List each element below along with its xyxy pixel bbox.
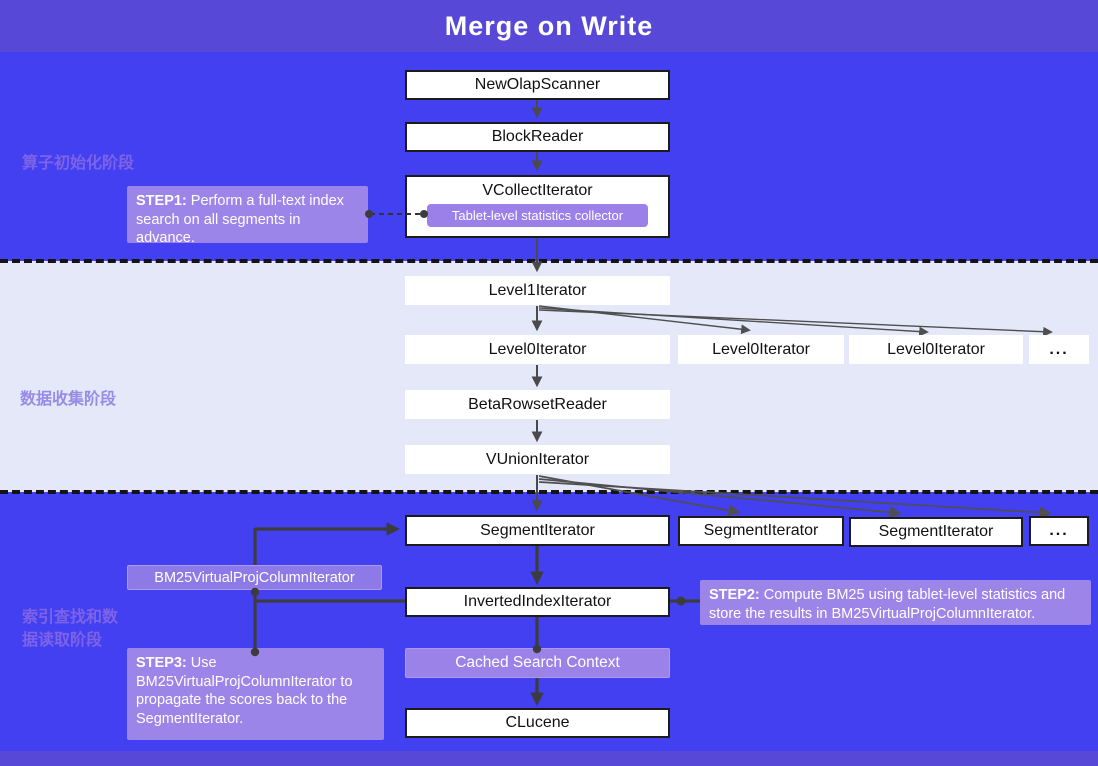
step1-title: STEP1:	[136, 193, 187, 209]
node-label: Cached Search Context	[455, 654, 620, 671]
step3-title: STEP3:	[136, 655, 187, 671]
step2-title: STEP2:	[709, 587, 760, 603]
step3-annotation: STEP3: Use BM25VirtualProjColumnIterator…	[127, 648, 384, 740]
node-new-olap-scanner: NewOlapScanner	[405, 70, 670, 100]
page-title: Merge on Write	[444, 10, 654, 41]
phase-label-collect: 数据收集阶段	[20, 391, 117, 408]
node-label: Level0Iterator	[887, 340, 985, 358]
band-separator-2	[0, 490, 1098, 494]
node-segment-iterator-1: SegmentIterator	[405, 515, 670, 546]
step1-text: Perform a full-text index search on all …	[136, 193, 344, 247]
node-block-reader: BlockReader	[405, 122, 670, 152]
node-label: ...	[1049, 522, 1069, 539]
node-beta-rowset-reader: BetaRowsetReader	[405, 390, 670, 419]
node-level0-ellipsis: ...	[1029, 335, 1089, 364]
node-clucene: CLucene	[405, 708, 670, 738]
node-inverted-index-iterator: InvertedIndexIterator	[405, 587, 670, 617]
node-level0-iterator-2: Level0Iterator	[678, 335, 844, 364]
step2-annotation: STEP2: Compute BM25 using tablet-level s…	[700, 580, 1091, 625]
step3-text: Use BM25VirtualProjColumnIterator to pro…	[136, 655, 353, 727]
node-level0-iterator-3: Level0Iterator	[849, 335, 1023, 364]
node-level0-iterator-1: Level0Iterator	[405, 335, 670, 364]
node-label: NewOlapScanner	[474, 76, 601, 93]
node-label: SegmentIterator	[480, 521, 595, 539]
node-vunion-iterator: VUnionIterator	[405, 445, 670, 474]
node-label: VCollectIterator	[482, 182, 593, 199]
node-vcollect-iterator: VCollectIterator Tablet-level statistics…	[405, 175, 670, 238]
node-label: ...	[1049, 340, 1069, 358]
node-label: VUnionIterator	[485, 450, 590, 468]
node-label: SegmentIterator	[703, 522, 819, 539]
phase-label-index-read: 索引查找和数据读取阶段	[22, 609, 119, 650]
node-label: Level0Iterator	[712, 340, 810, 358]
node-segment-iterator-2: SegmentIterator	[678, 516, 844, 546]
band-separator-1	[0, 259, 1098, 263]
node-tablet-statistics-collector: Tablet-level statistics collector	[427, 204, 648, 227]
node-label: BetaRowsetReader	[468, 395, 607, 413]
node-label: CLucene	[505, 714, 570, 731]
footer-bar	[0, 751, 1098, 766]
node-level1-iterator: Level1Iterator	[405, 276, 670, 305]
node-label: BlockReader	[491, 128, 584, 145]
title-bar: Merge on Write	[0, 0, 1098, 52]
node-label: BM25VirtualProjColumnIterator	[154, 569, 355, 586]
node-cached-search-context: Cached Search Context	[405, 648, 670, 678]
node-bm25-virtual-proj-column-iterator: BM25VirtualProjColumnIterator	[127, 565, 382, 590]
node-segment-iterator-3: SegmentIterator	[849, 517, 1023, 547]
node-label: Level0Iterator	[488, 340, 587, 358]
node-label: Tablet-level statistics collector	[451, 208, 624, 223]
node-segment-ellipsis: ...	[1029, 516, 1089, 546]
node-label: SegmentIterator	[878, 523, 994, 540]
node-label: Level1Iterator	[488, 281, 587, 299]
step1-annotation: STEP1: Perform a full-text index search …	[127, 186, 368, 247]
phase-label-init: 算子初始化阶段	[22, 155, 135, 172]
step2-text: Compute BM25 using tablet-level statisti…	[709, 587, 1066, 622]
node-label: InvertedIndexIterator	[463, 593, 612, 610]
